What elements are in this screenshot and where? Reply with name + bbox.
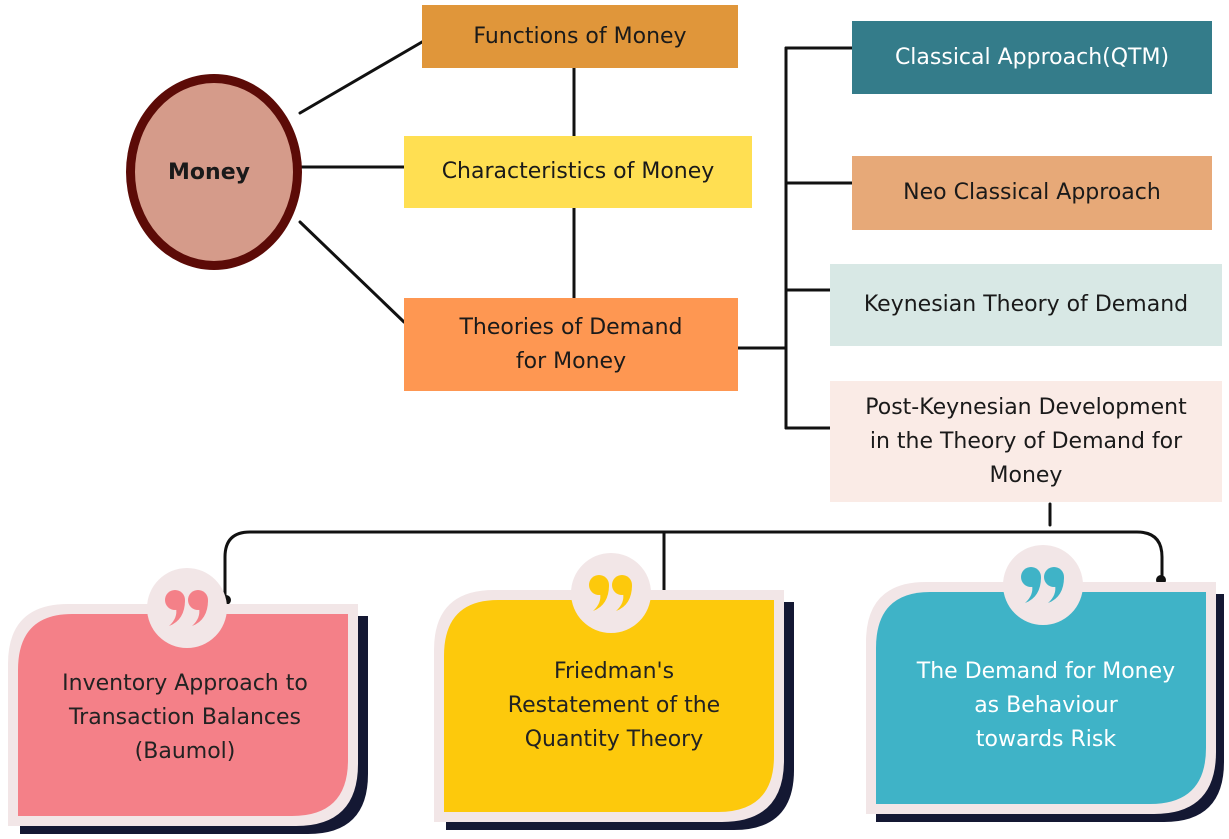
risk-line-3: towards Risk	[975, 727, 1117, 752]
quote-icon	[1003, 545, 1083, 625]
card-shape	[434, 590, 794, 830]
inventory-line-1: Inventory Approach to	[62, 671, 308, 696]
money-label: Money	[168, 159, 250, 185]
card-shape	[866, 582, 1224, 822]
friedman-line-3: Quantity Theory	[524, 727, 704, 752]
friedman-line-1: Friedman's	[553, 659, 675, 684]
theories-of-demand-node: Theories of Demand for Money	[404, 298, 738, 391]
inventory-line-3: (Baumol)	[134, 739, 236, 764]
inventory-approach-text: Inventory Approach to Transaction Balanc…	[18, 662, 352, 774]
money-root-node: Money	[126, 74, 302, 270]
neo-classical-approach-label: Neo Classical Approach	[903, 180, 1161, 205]
post-keynesian-line-2: in the Theory of Demand for	[869, 428, 1183, 454]
quote-icon	[147, 568, 227, 648]
post-keynesian-line-3: Money	[989, 462, 1063, 488]
inventory-approach-card	[8, 604, 368, 834]
post-keynesian-node: Post-Keynesian Development in the Theory…	[830, 381, 1222, 502]
characteristics-of-money-label: Characteristics of Money	[441, 159, 715, 184]
functions-of-money-label: Functions of Money	[473, 23, 687, 49]
keynesian-theory-label: Keynesian Theory of Demand	[863, 292, 1189, 317]
behaviour-towards-risk-card	[866, 582, 1226, 822]
friedman-restatement-text: Friedman's Restatement of the Quantity T…	[448, 650, 780, 762]
friedman-line-2: Restatement of the	[507, 693, 721, 718]
characteristics-of-money-node: Characteristics of Money	[404, 136, 752, 208]
risk-line-1: The Demand for Money	[916, 659, 1176, 684]
theories-label-line-2: for Money	[515, 348, 627, 374]
keynesian-theory-node: Keynesian Theory of Demand	[830, 264, 1222, 346]
classical-approach-label: Classical Approach(QTM)	[894, 44, 1170, 70]
functions-of-money-node: Functions of Money	[422, 5, 738, 68]
quote-icon	[571, 553, 651, 633]
card-shape	[8, 604, 368, 834]
post-keynesian-line-1: Post-Keynesian Development	[865, 394, 1187, 420]
risk-line-2: as Behaviour	[974, 693, 1118, 718]
classical-approach-node: Classical Approach(QTM)	[852, 21, 1212, 94]
theories-label-line-1: Theories of Demand	[459, 314, 683, 340]
friedman-restatement-card	[434, 590, 794, 830]
inventory-line-2: Transaction Balances	[68, 705, 302, 730]
neo-classical-approach-node: Neo Classical Approach	[852, 156, 1212, 230]
behaviour-towards-risk-text: The Demand for Money as Behaviour toward…	[880, 650, 1212, 762]
